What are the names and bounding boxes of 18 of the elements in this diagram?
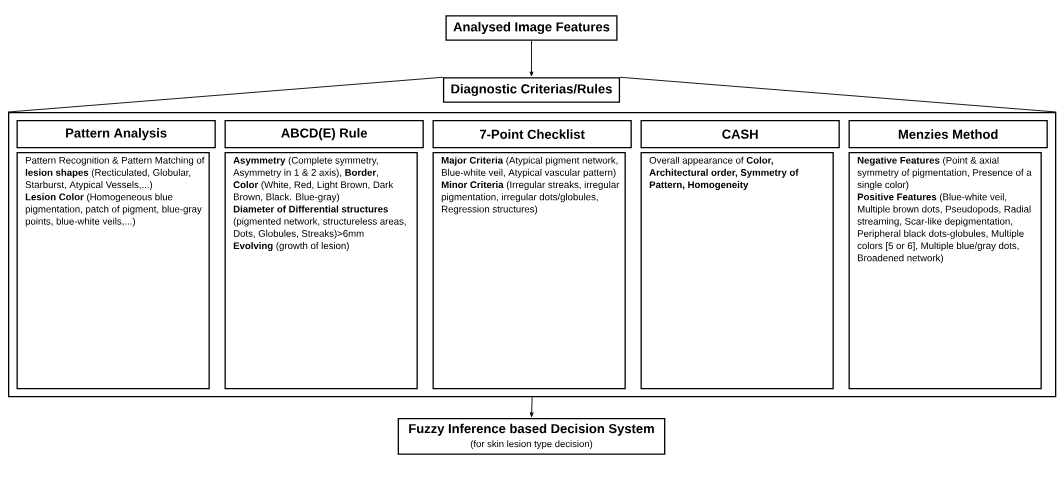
arrow	[529, 40, 534, 77]
text-box: Overall appearance of Color, Architectural order, Symmetry of Pattern, Homogeneity	[640, 152, 834, 390]
header-box: Menzies Method	[848, 120, 1048, 149]
header-box: 7-Point Checklist	[432, 120, 632, 149]
title-box: Analysed Image Features	[445, 15, 618, 41]
text-box: Asymmetry (Complete symmetry, Asymmetry in 1 & 2 axis), Border, Color (White, Red, Light Brown, Dark Brown, Black. Blue-gray) Diameter of Differential structures (pigmented network, structureless areas, Dots, Globules, Streaks)>6mm Evolving (growth of lesion)	[224, 152, 418, 390]
text-box: Major Criteria (Atypical pigment network, Blue-white veil, Atypical vascular pattern) Minor Criteria (Irregular streaks, irregular pigmentation, irregular dots/globules, Regression structures)	[432, 152, 626, 390]
roof-line	[619, 76, 1057, 113]
title-box: Diagnostic Criterias/Rules	[442, 77, 621, 103]
text-box: Pattern Recognition & Pattern Matching of lesion shapes (Recticulated, Globular, Starburst, Atypical Vessels,...) Lesion Color (Homogeneous blue pigmentation, patch of pigment, blue-gray points, blue-white veils,...)	[16, 152, 210, 390]
roof-line	[7, 76, 444, 113]
arrow	[529, 396, 534, 418]
decision-box: Fuzzy Inference based Decision System (for skin lesion type decision)	[397, 418, 666, 455]
header-box: Pattern Analysis	[16, 120, 216, 149]
container-frame	[8, 112, 1057, 398]
header-box: ABCD(E) Rule	[224, 120, 424, 149]
header-box: CASH	[640, 120, 840, 149]
text-box: Negative Features (Point & axial symmetry of pigmentation, Presence of a single color) Positive Features (Blue-white veil, Multiple brown dots, Pseudopods, Radial streaming, Scar-like depigmentation, Peripheral black dots-globules, Multiple colors [5 or 6], Multiple blue/gray dots, Broadened network)	[848, 152, 1042, 390]
